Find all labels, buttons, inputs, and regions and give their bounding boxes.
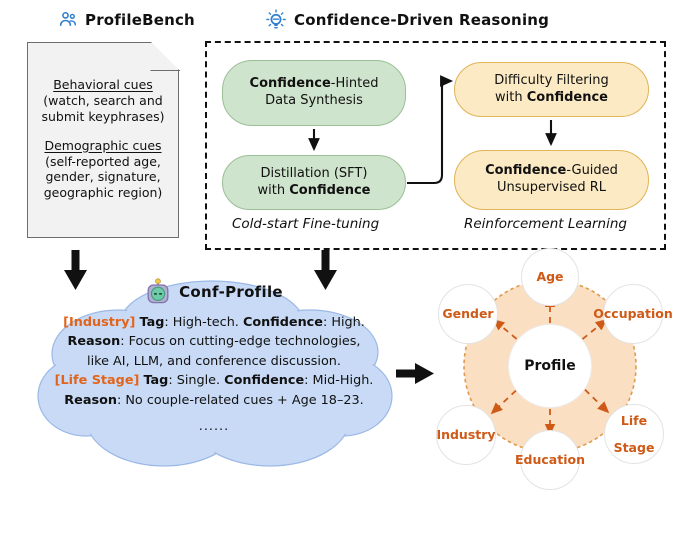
demographic-cues-line-1: (self-reported age, [45, 153, 161, 169]
behavioral-cues-line-2: submit keyphrases) [41, 108, 165, 124]
life-stage-confidence-value: : Mid-High. [304, 373, 374, 389]
conf-profile-label: Conf-Profile [179, 282, 283, 301]
wheel-node-life-stage-label: Life Stage [614, 414, 655, 454]
wheel-node-life-stage-label-line1: Life [620, 413, 648, 429]
caption-reinforcement-learning: Reinforcement Learning [464, 216, 627, 232]
wheel-node-life-stage: Life Stage [604, 404, 664, 464]
industry-reason-text: : Focus on cutting-edge technologies, [120, 334, 361, 350]
arrow-distillation-to-filter [407, 75, 454, 185]
industry-confidence-key: Confidence [242, 315, 323, 330]
life-stage-reason-key: Reason [64, 392, 117, 408]
industry-tag-value: : High-tech. [164, 315, 243, 330]
distill-line2-bold: Confidence [289, 182, 371, 198]
demographic-cues-body: (self-reported age, gender, signature, g… [44, 154, 163, 202]
conf-profile-cloud: Conf-Profile [Industry] Tag: High-tech. … [34, 266, 394, 481]
wheel-node-profile-label: Profile [524, 357, 576, 374]
life-stage-tag-key: Tag [143, 373, 169, 389]
profilebench-label: ProfileBench [85, 11, 195, 29]
life-stage-confidence-key: Confidence [224, 373, 305, 389]
arrow-framework-to-cloud [314, 250, 337, 290]
box-confidence-guided-unsupervised-rl: Confidence-Guided Unsupervised RL [454, 150, 649, 210]
industry-reason-line-2: like AI, LLM, and conference discussion. [87, 353, 341, 369]
profile-attribute-wheel: Profile Age Occupation Life Stage Educat… [432, 248, 673, 492]
wheel-node-occupation: Occupation [593, 284, 673, 344]
behavioral-cues-body: (watch, search and submit keyphrases) [41, 93, 164, 125]
industry-confidence-value: : High. [322, 315, 365, 330]
life-stage-tag-line: [Life Stage] Tag: Single. Confidence: Mi… [46, 371, 382, 390]
profilebench-cues-card: Behavioral cues (watch, search and submi… [27, 42, 179, 238]
wheel-node-industry-label: Industry [436, 427, 496, 443]
wheel-node-life-stage-label-line2: Stage [613, 439, 655, 455]
users-icon [58, 10, 78, 30]
distill-line2-pre: with [257, 182, 290, 198]
industry-reason-key: Reason [67, 334, 121, 350]
industry-tag-label: [Industry] [63, 315, 136, 330]
life-stage-tag-label: [Life Stage] [54, 373, 140, 389]
wheel-node-gender: Gender [438, 284, 498, 344]
distill-line1: Distillation (SFT) [260, 165, 368, 181]
conf-profile-title-row: Conf-Profile [34, 278, 394, 305]
synthesis-bold: Confidence [249, 76, 331, 92]
rl-line1-bold: Confidence [485, 163, 567, 179]
conf-profile-output-text: [Industry] Tag: High-tech. Confidence: H… [46, 313, 382, 437]
ellipsis-text: ...... [198, 419, 230, 435]
synthesis-line2: Data Synthesis [265, 93, 363, 108]
cloud-shape [37, 280, 393, 467]
demographic-cues-line-3: geographic region) [43, 185, 163, 201]
industry-reason-line-1: Reason: Focus on cutting-edge technologi… [46, 332, 382, 351]
wheel-node-occupation-label: Occupation [593, 306, 673, 322]
note-paper [27, 42, 179, 238]
framework-flow-arrows [308, 75, 557, 185]
rl-line2: Unsupervised RL [496, 180, 607, 195]
box-confidence-hinted-data-synthesis: Confidence-Hinted Data Synthesis [222, 60, 406, 126]
rl-line1-rest: -Guided [566, 163, 618, 179]
industry-tag-line: [Industry] Tag: High-tech. Confidence: H… [46, 313, 382, 332]
robot-icon [145, 278, 171, 305]
behavioral-cues-line-1: (watch, search and [43, 92, 163, 108]
box-difficulty-filtering-with-confidence: Difficulty Filtering with Confidence [454, 62, 649, 117]
lightbulb-idea-icon [265, 9, 287, 31]
filter-line2-bold: Confidence [526, 89, 608, 105]
wheel-node-age: Age [521, 248, 579, 306]
arrow-cloud-to-wheel [396, 363, 434, 384]
wheel-node-age-label: Age [536, 269, 564, 285]
arrow-bench-to-cloud [64, 250, 87, 290]
industry-tag-key: Tag [139, 315, 165, 330]
wheel-node-education-label: Education [515, 452, 585, 468]
confidence-driven-framework-box [205, 41, 666, 250]
box-distillation-sft-with-confidence: Distillation (SFT) with Confidence [222, 155, 406, 210]
demographic-cues-title: Demographic cues [44, 137, 162, 153]
filter-line1: Difficulty Filtering [494, 72, 609, 88]
life-stage-reason-line: Reason: No couple-related cues + Age 18–… [46, 391, 382, 410]
wheel-node-profile: Profile [508, 324, 592, 408]
synthesis-rest: -Hinted [330, 76, 379, 92]
caption-cold-start-fine-tuning: Cold-start Fine-tuning [232, 216, 380, 232]
wheel-node-industry: Industry [436, 405, 496, 465]
life-stage-reason-text: : No couple-related cues + Age 18–23. [116, 392, 364, 408]
wheel-node-gender-label: Gender [442, 306, 494, 322]
confidence-driven-reasoning-label: Confidence-Driven Reasoning [294, 11, 550, 29]
wheel-node-education: Education [515, 430, 585, 490]
filter-line2-pre: with [495, 89, 527, 105]
demographic-cues-line-2: gender, signature, [45, 169, 161, 185]
confidence-driven-reasoning-header: Confidence-Driven Reasoning [265, 9, 549, 31]
behavioral-cues-title: Behavioral cues [53, 76, 153, 92]
profilebench-header: ProfileBench [58, 10, 195, 30]
life-stage-tag-value: : Single. [168, 373, 225, 389]
